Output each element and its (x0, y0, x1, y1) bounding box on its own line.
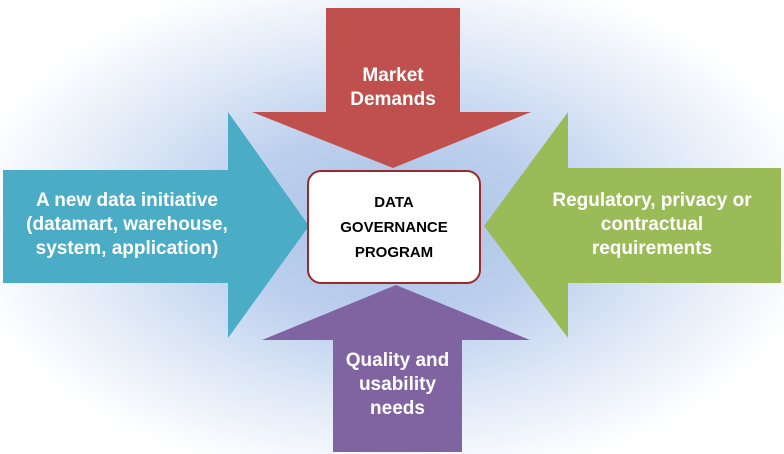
data-initiative-line-1: A new data initiative (36, 190, 218, 211)
regulatory-line-2: contractual (600, 214, 704, 235)
quality-needs-line-2: usability (358, 374, 437, 395)
data-initiative-arrow (3, 112, 309, 338)
regulatory-label: Regulatory, privacy or contractual requi… (540, 183, 764, 267)
quality-needs-line-3: needs (370, 398, 425, 419)
center-line-2: GOVERNANCE (340, 218, 448, 236)
quality-needs-arrow (262, 285, 530, 452)
center-line-1: DATA (374, 193, 414, 211)
data-initiative-line-3: system, application) (35, 238, 219, 259)
data-initiative-line-2: (datamart, warehouse, (26, 214, 228, 235)
regulatory-line-3: requirements (591, 238, 713, 259)
market-demands-arrow (252, 8, 531, 168)
market-demands-line-2: Demands (350, 89, 436, 110)
center-line-3: PROGRAM (354, 243, 434, 261)
quality-needs-label: Quality and usability needs (333, 343, 462, 427)
regulatory-line-1: Regulatory, privacy or (552, 190, 752, 211)
data-initiative-label: A new data initiative (datamart, warehou… (14, 183, 240, 267)
data-governance-program-box: DATA GOVERNANCE PROGRAM (307, 170, 481, 284)
regulatory-arrow (484, 112, 781, 338)
quality-needs-line-1: Quality and (345, 350, 450, 371)
market-demands-label: Market Demands (326, 60, 460, 116)
market-demands-line-1: Market (362, 65, 424, 86)
